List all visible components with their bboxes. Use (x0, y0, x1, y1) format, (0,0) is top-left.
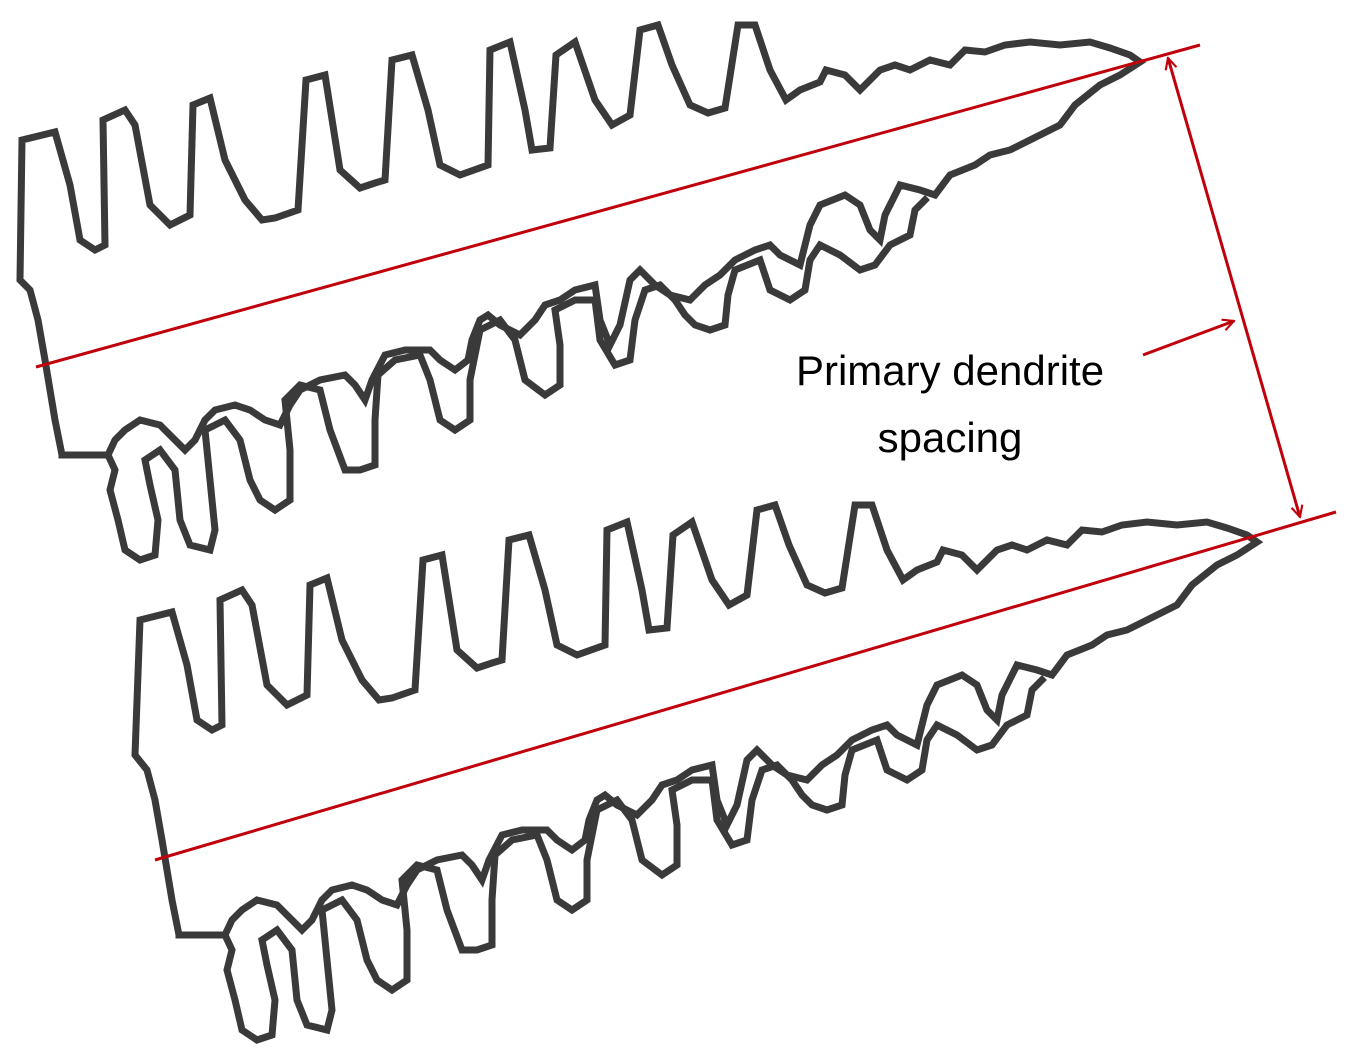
lower-dendrite-lower-arms (175, 675, 1047, 1044)
upper-dendrite (16, 20, 1147, 564)
annotation-line-1: Primary dendrite (796, 347, 1104, 394)
lower-dendrite-outline (131, 500, 1264, 939)
annotation-line-2: spacing (878, 414, 1023, 461)
lower-dendrite (131, 500, 1264, 1044)
lower-dendrite-axis (154, 510, 1337, 862)
spacing-arrow (1168, 58, 1300, 517)
upper-dendrite-axis (35, 43, 1201, 369)
label-leader-arrow (1142, 321, 1234, 357)
upper-dendrite-outline (16, 20, 1147, 459)
upper-dendrite-lower-arms (58, 195, 930, 564)
